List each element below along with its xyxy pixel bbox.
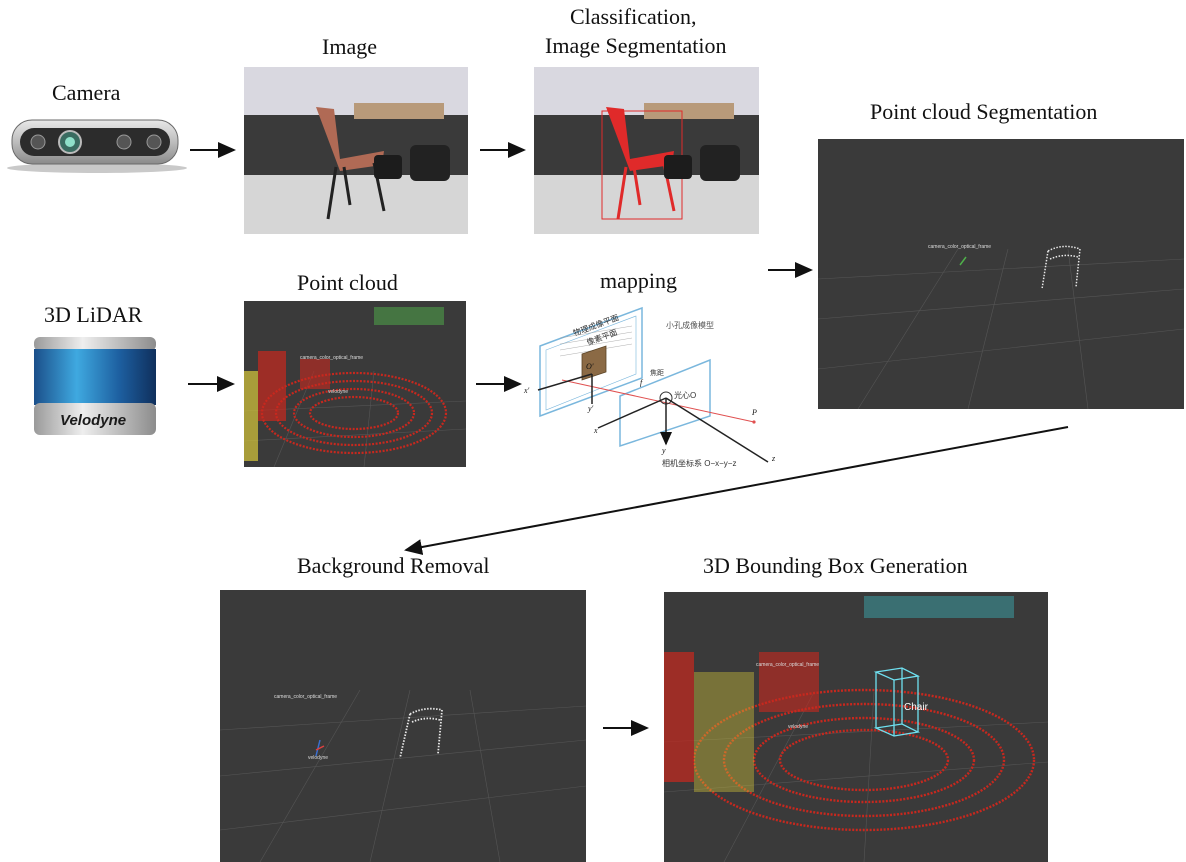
background-removal-label: Background Removal xyxy=(297,553,490,578)
depth-camera-device xyxy=(6,112,188,174)
camera-label: Camera xyxy=(52,80,121,105)
camera-image-photo xyxy=(244,67,468,234)
mapping-point-o-prime: O' xyxy=(586,362,594,371)
mapping-axis-z: z xyxy=(772,454,776,463)
point-cloud-view: camera_color_optical_frame velodyne xyxy=(244,301,466,467)
arrow-segmentation-to-background xyxy=(404,426,1069,555)
image-plane-inner xyxy=(545,315,637,411)
seg-camera-frame-text: camera_color_optical_frame xyxy=(928,244,992,250)
velodyne-logo-text: Velodyne xyxy=(60,412,127,429)
mapping-axis-y-prime: y' xyxy=(588,404,594,413)
image-label: Image xyxy=(322,34,377,59)
pc-camera-frame-text: camera_color_optical_frame xyxy=(300,355,364,361)
background-removal-view: camera_color_optical_frame velodyne xyxy=(220,590,586,862)
point-cloud-segmentation-label: Point cloud Segmentation xyxy=(870,99,1098,124)
pinhole-mapping-diagram: 物理成像平面 像素平面 小孔成像模型 光心O 焦距 相机坐标系 O−x−y−z … xyxy=(522,296,782,476)
bg-velodyne-text: velodyne xyxy=(308,755,329,761)
lens-plane xyxy=(619,358,711,448)
mapping-label: mapping xyxy=(600,268,677,293)
mapping-axis-x-prime: x' xyxy=(524,386,530,395)
mapping-axis-y: y xyxy=(662,446,666,455)
bbox-velodyne-text: velodyne xyxy=(788,724,809,730)
classification-label-line1: Classification, xyxy=(570,4,697,29)
bbox-camera-frame-text: camera_color_optical_frame xyxy=(756,662,820,668)
classification-label-line2: Image Segmentation xyxy=(545,33,727,58)
pixel-patch xyxy=(581,345,607,381)
mapping-optical-center: 光心O xyxy=(674,391,697,400)
mapping-pinhole-model: 小孔成像模型 xyxy=(666,321,714,330)
velodyne-lidar-device: Velodyne xyxy=(30,333,160,441)
mapping-camera-coords: 相机坐标系 O−x−y−z xyxy=(662,459,737,468)
bbox-generation-label: 3D Bounding Box Generation xyxy=(703,553,968,578)
bbox-chair-label: Chair xyxy=(904,702,928,713)
mapping-axis-x: x xyxy=(594,426,598,435)
pc-velodyne-text: velodyne xyxy=(328,389,349,395)
bg-camera-frame-text: camera_color_optical_frame xyxy=(274,694,338,700)
point-cloud-label: Point cloud xyxy=(297,270,398,295)
mapping-focal: 焦距 xyxy=(650,370,664,377)
bounding-box-view: Chair camera_color_optical_frame velodyn… xyxy=(664,592,1048,862)
mapping-point-p: P xyxy=(752,408,757,417)
classification-segmentation-photo xyxy=(534,67,759,234)
point-cloud-segmentation-view: camera_color_optical_frame xyxy=(818,139,1184,409)
mapping-f: f xyxy=(640,378,643,387)
image-plane-outer xyxy=(539,306,643,418)
lidar-label: 3D LiDAR xyxy=(44,302,143,327)
